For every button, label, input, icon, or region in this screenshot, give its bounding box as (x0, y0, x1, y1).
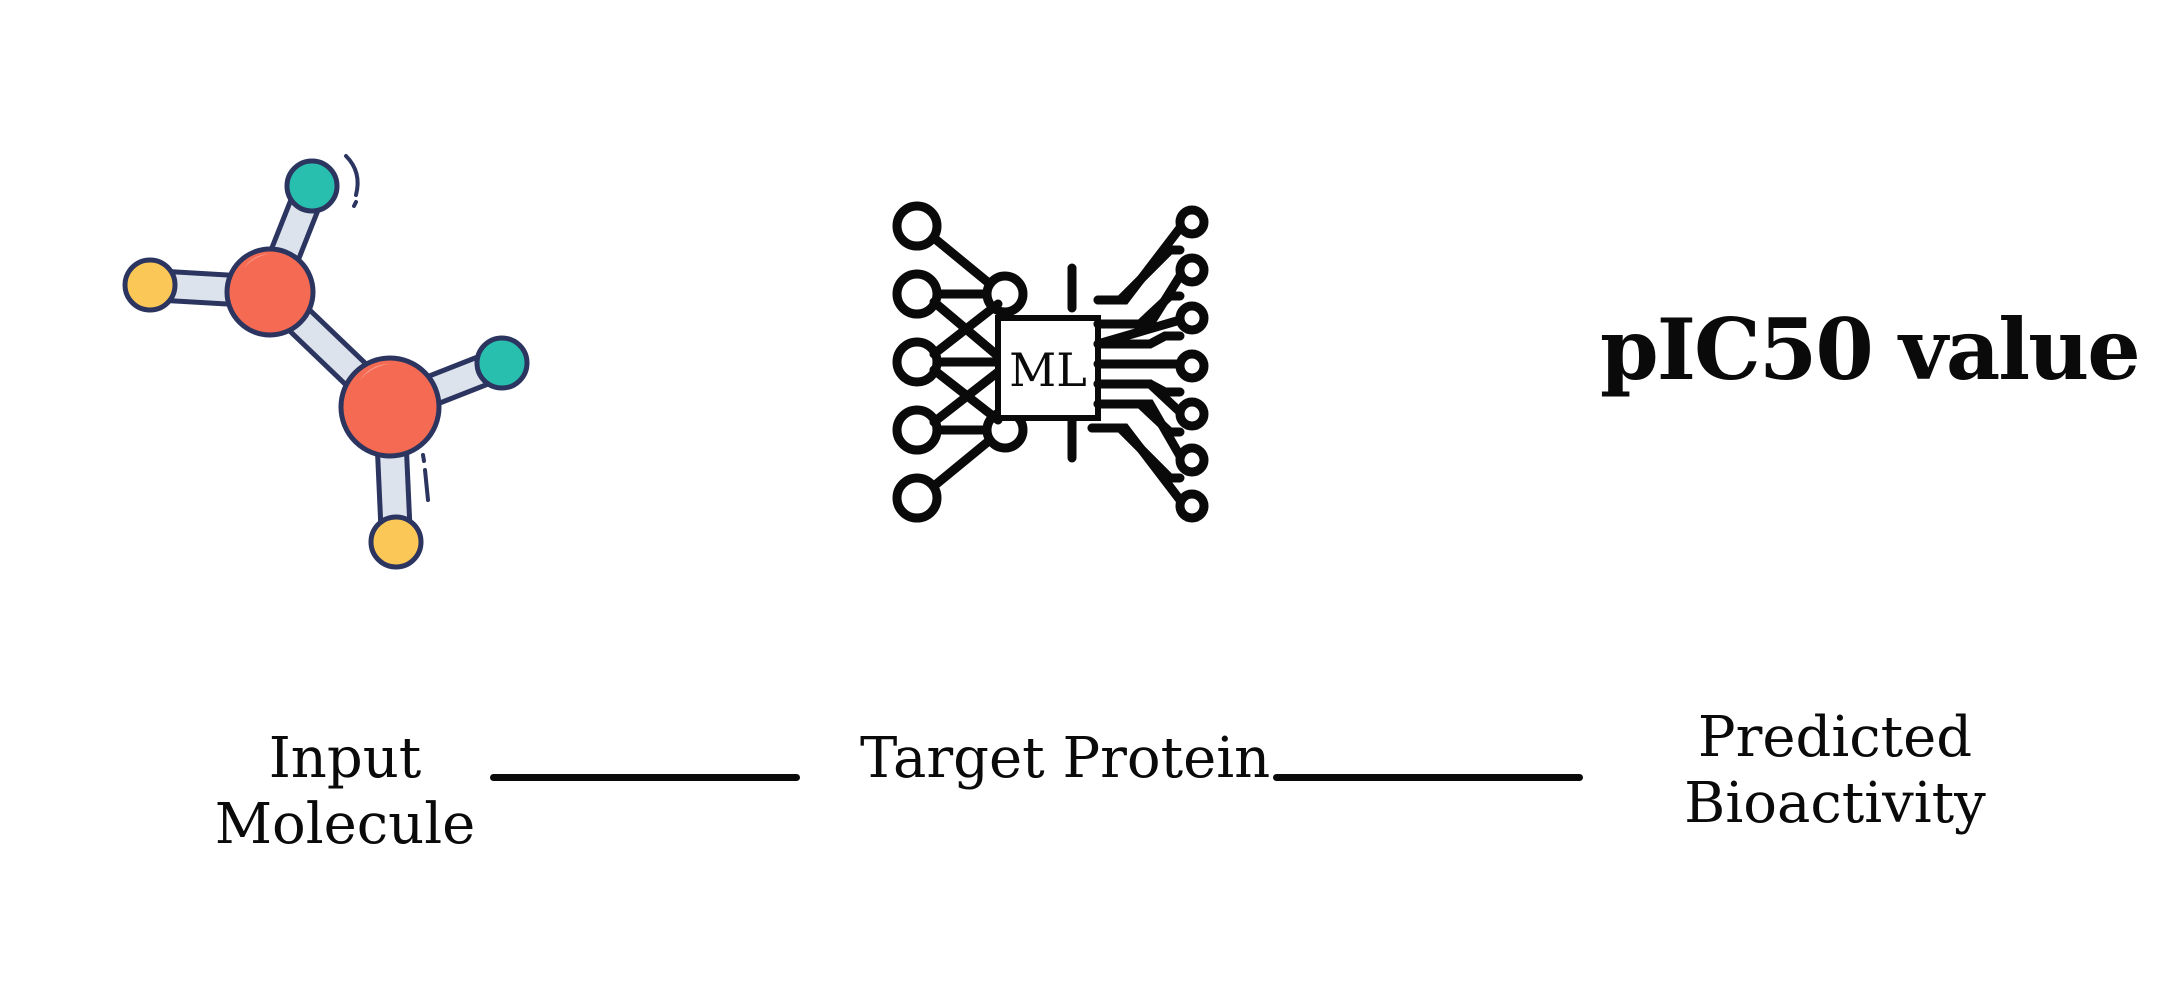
output-node-2 (1175, 253, 1209, 287)
center-atom-upper (224, 246, 316, 338)
yellow-atom-left (122, 257, 178, 313)
predicted-label-line1: Predicted (1697, 705, 1973, 770)
output-node-4 (1175, 349, 1209, 383)
input-label-line1: Input (268, 726, 422, 791)
connector-line-1 (490, 774, 800, 781)
input-node-2 (892, 269, 942, 319)
input-node-3 (892, 337, 942, 387)
input-node-1 (892, 201, 942, 251)
predicted-label-line2: Bioactivity (1684, 771, 1986, 836)
output-node-6 (1175, 443, 1209, 477)
input-node-5 (892, 473, 942, 523)
motion-mark-top (344, 154, 360, 197)
yellow-atom-bottom (368, 514, 424, 570)
output-node-1 (1175, 205, 1209, 239)
motion-mark-bottom (423, 468, 430, 502)
neural-network-chip-icon: ML (892, 201, 1209, 523)
output-node-7 (1175, 489, 1209, 523)
predicted-bioactivity-label: Predicted Bioactivity (1670, 705, 2000, 837)
molecule-icon (122, 154, 530, 570)
input-molecule-label: Input Molecule (210, 726, 480, 858)
input-label-line2: Molecule (214, 792, 476, 857)
chip-box (995, 315, 1101, 421)
chip-label: ML (1009, 343, 1087, 397)
input-node-4 (892, 405, 942, 455)
center-atom-lower (338, 355, 442, 459)
target-protein-label: Target Protein (860, 726, 1271, 791)
connector-line-2 (1273, 774, 1583, 781)
teal-atom-top (284, 158, 340, 214)
teal-atom-right (474, 335, 530, 391)
pic50-value-text: pIC50 value (1600, 300, 2141, 399)
